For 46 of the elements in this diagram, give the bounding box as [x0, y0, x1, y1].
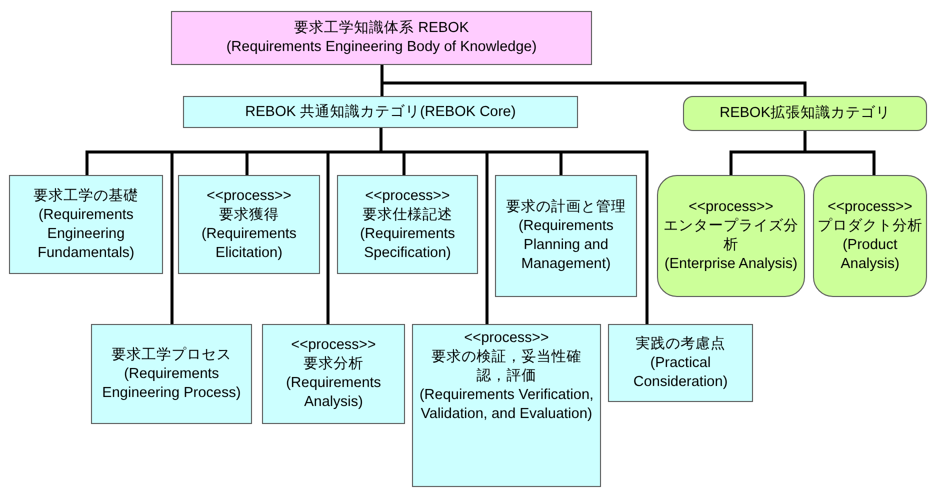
topic-box: [608, 324, 753, 402]
topic-box: [657, 175, 805, 297]
node-text: REBOK 共通知識カテゴリ(REBOK Core): [244, 102, 517, 122]
node-text: 要求工学の基礎: [32, 186, 140, 206]
node-text: 要求工学知識体系 REBOK: [293, 19, 470, 38]
node-text: <<process>>: [688, 198, 774, 217]
node-text: <<process>>: [463, 329, 550, 348]
category-box: [183, 96, 578, 128]
tree-connector: [380, 65, 806, 96]
category-box: [683, 96, 927, 131]
node-text: (Requirements Engineering Body of Knowledge): [225, 38, 538, 57]
node-text: (Requirements Specification): [358, 224, 456, 262]
node-text: プロダクト分析: [816, 217, 924, 236]
node-text: REBOK拡張知識カテゴリ: [718, 104, 892, 123]
node-text: 要求獲得: [218, 206, 280, 224]
node-text: (Requirements Elicitation): [200, 224, 298, 262]
node-text: 要求工学プロセス: [110, 346, 232, 364]
node-text: 要求分析: [302, 355, 364, 374]
topic-box: [495, 175, 637, 297]
topic-box: [813, 175, 927, 297]
node-text: 要求仕様記述: [362, 206, 454, 224]
node-text: (Requirements Analysis): [284, 374, 382, 412]
node-text: (Requirements Verification, Validation, and Evaluation): [418, 386, 595, 424]
tree-connector: [804, 131, 876, 175]
topic-box: [412, 324, 601, 487]
topic-box: [91, 324, 252, 424]
topic-box: [178, 175, 320, 274]
node-text: <<process>>: [364, 186, 451, 206]
topic-box: [262, 324, 405, 424]
node-text: 要求の計画と管理: [505, 198, 627, 217]
node-text: (Requirements Engineering Process): [101, 364, 242, 402]
topic-box: [9, 175, 163, 274]
node-text: <<process>>: [826, 198, 914, 217]
node-text: (Requirements Engineering Fundamentals): [36, 206, 136, 262]
node-text: <<process>>: [290, 336, 377, 355]
node-text: 要求の検証，妥当性確認，評価: [430, 348, 582, 386]
node-text: <<process>>: [206, 186, 292, 206]
node-text: (Enterprise Analysis): [664, 255, 798, 274]
node-text: (Product Analysis): [840, 236, 900, 274]
node-text: (Requirements Planning and Management): [517, 217, 615, 274]
node-text: 実践の考慮点: [634, 334, 726, 354]
tree-connector: [380, 128, 648, 324]
node-text: エンタープライズ分析: [662, 217, 800, 255]
topic-box: [337, 175, 478, 274]
root-box: [171, 11, 592, 65]
node-text: (Practical Consideration): [632, 354, 729, 392]
